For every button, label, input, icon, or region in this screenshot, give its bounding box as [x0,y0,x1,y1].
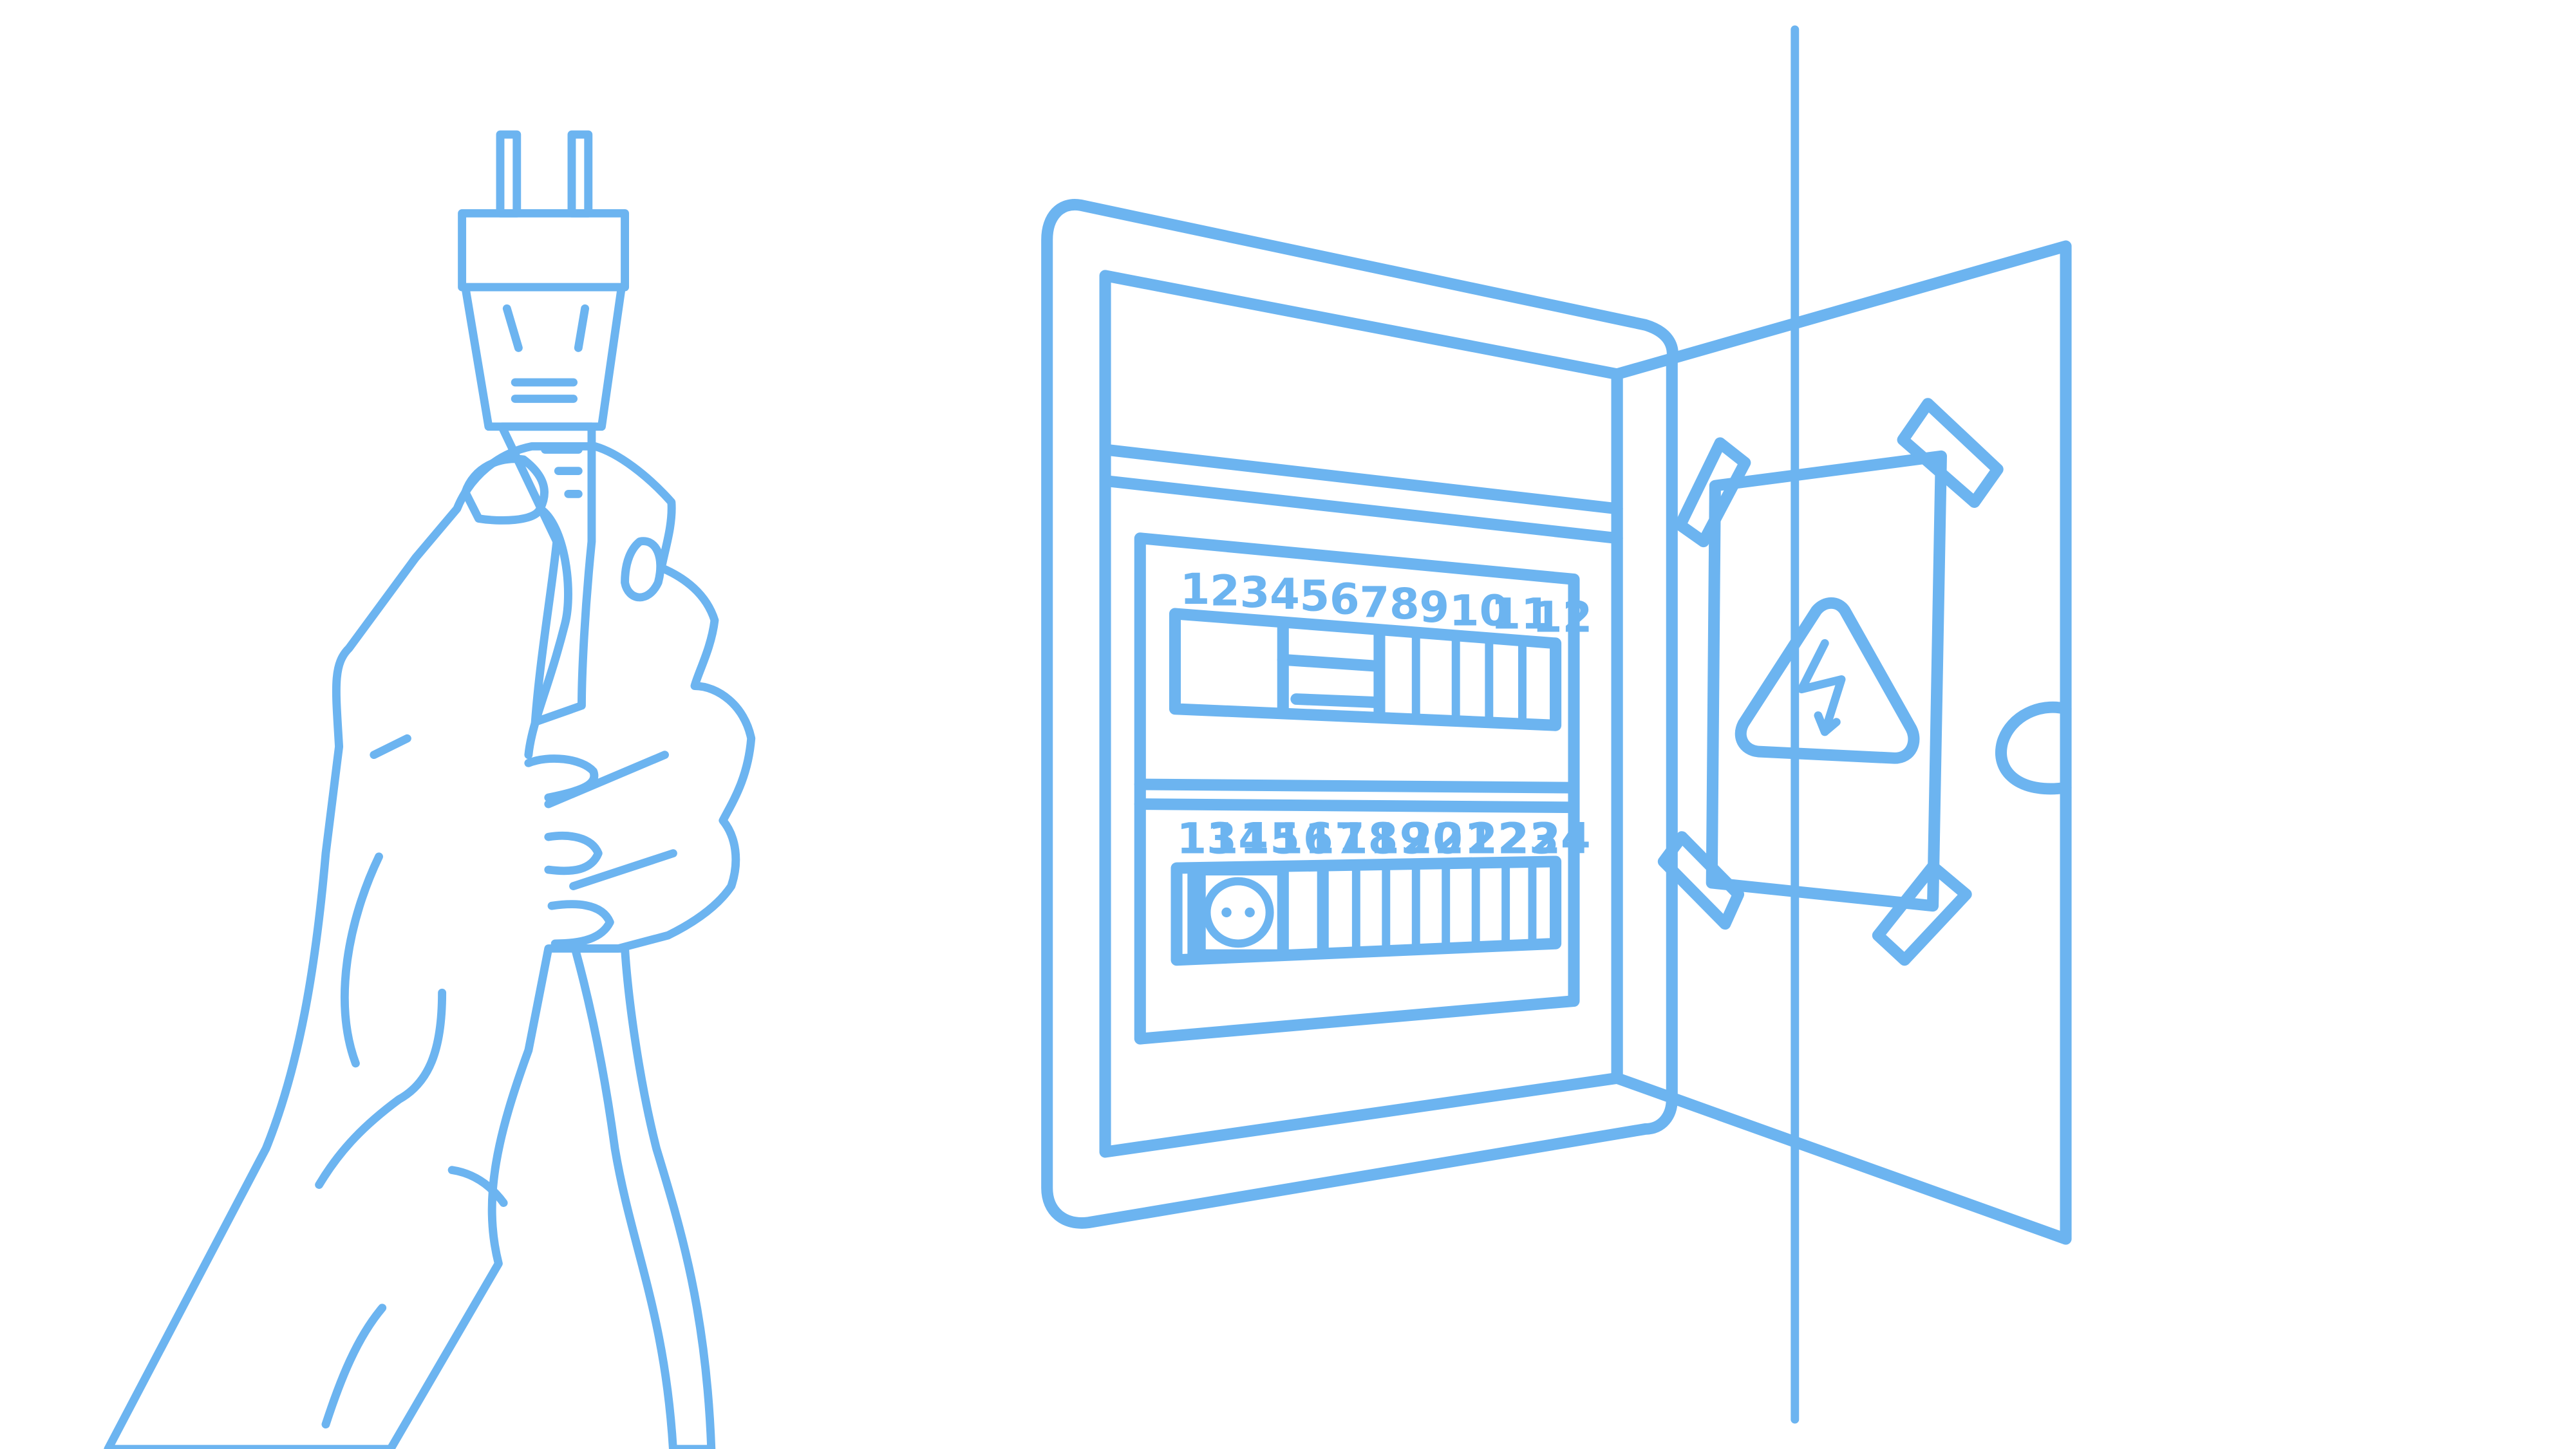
bottom-row-number-labels: 13 14 15 16 17 18 19 20 21 22 23 24 [1177,814,1591,864]
breaker-number-9: 9 [1419,583,1449,633]
breaker-number-20: 20 [1403,814,1463,864]
tape-bottom-right [1872,861,1972,966]
breaker-number-4: 4 [1270,569,1300,619]
breaker-number-17: 17 [1304,814,1364,864]
breaker-number-10: 10 [1449,586,1509,636]
breaker-number-2: 2 [1210,566,1240,616]
wrist-line-5 [321,1304,387,1429]
panel-door [1611,240,2072,1245]
breaker-number-6: 6 [1330,574,1360,624]
tape-top-right [1897,398,2004,508]
panel-cabinet [1041,199,1678,1229]
power-cable [570,944,716,1449]
breaker-number-5: 5 [1300,571,1330,621]
electrical-panel: 1 2 3 4 5 6 7 8 9 10 11 12 13 14 15 16 1… [1041,199,2072,1245]
breaker-number-18: 18 [1338,814,1398,864]
breaker-number-8: 8 [1389,579,1420,629]
plug-prong-left [496,130,522,218]
breaker-number-11: 11 [1490,589,1550,639]
breaker-number-3: 3 [1240,568,1270,618]
top-row-number-labels: 1 2 3 4 5 6 7 8 9 10 11 12 [1180,565,1593,642]
electric-plug-icon [458,130,630,727]
plug-neck [498,422,596,727]
breaker-number-16: 16 [1273,814,1333,864]
breaker-number-23: 23 [1499,814,1559,864]
finger-contour-4 [547,900,614,948]
tape-top-left [1674,437,1751,548]
plug-head [458,209,630,292]
breaker-number-22: 22 [1467,814,1527,864]
breaker-number-12: 12 [1532,592,1592,642]
breaker-number-14: 14 [1208,814,1268,864]
plug-prong-right [567,130,593,218]
knuckle-line-2 [569,849,677,890]
warning-sheet [1706,450,1947,912]
finger-contour-3 [544,831,603,875]
nail-contour [621,537,665,602]
breaker-board [1134,532,1580,1045]
thumb-contour [461,454,549,525]
breaker-number-21: 21 [1434,814,1494,864]
wrist-line-3 [315,988,447,1189]
breaker-number-15: 15 [1240,814,1300,864]
breaker-number-13: 13 [1177,814,1237,864]
hand [104,442,756,1449]
door-handle [1995,701,2072,795]
tape-bottom-left [1657,831,1745,930]
knuckle-line-1 [544,751,669,809]
bottom-breaker-row [1170,855,1562,966]
hand-holding-plug [104,130,756,1449]
wrist-line-2 [340,852,383,1068]
socket-outlet-icon [1194,864,1289,961]
breaker-number-1: 1 [1180,565,1210,615]
high-voltage-warning-icon [1735,597,1920,764]
breaker-number-7: 7 [1359,577,1389,628]
wrist-line-1 [370,734,411,760]
breaker-number-24: 24 [1530,814,1590,864]
plug-grip [461,283,626,431]
wrist-line-4 [447,1166,508,1207]
top-breaker-row [1169,608,1562,731]
breaker-number-19: 19 [1369,814,1429,864]
